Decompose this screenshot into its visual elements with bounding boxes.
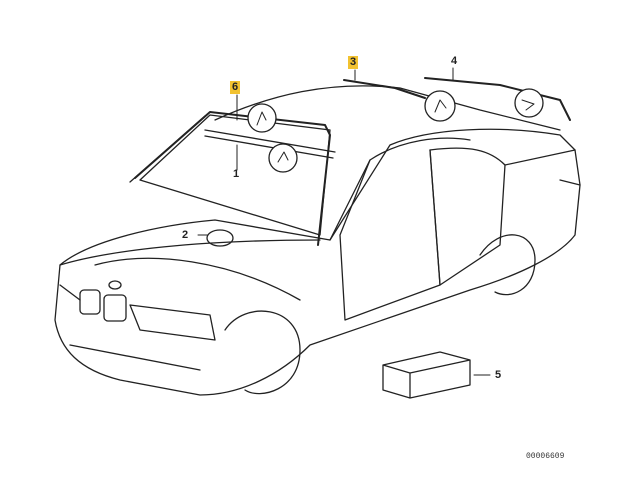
detail-circle (514, 88, 544, 118)
windshield (139, 114, 331, 236)
front-door (339, 149, 441, 321)
part-5-box (382, 351, 471, 399)
callout-3[interactable]: 3 (348, 56, 359, 69)
car-body (54, 128, 581, 396)
part-1-strip (204, 129, 336, 159)
detail-circle (268, 143, 298, 173)
detail-circle (247, 103, 277, 133)
callout-6[interactable]: 6 (230, 81, 241, 94)
detail-circle (424, 90, 456, 122)
part-3-strip (343, 79, 426, 99)
callout-5[interactable]: 5 (495, 369, 502, 381)
image-code: 00006609 (526, 452, 565, 461)
rear-door (429, 147, 506, 286)
part-2-emblem (206, 229, 234, 247)
roof (214, 85, 561, 131)
callout-1[interactable]: 1 (233, 168, 240, 180)
callout-2[interactable]: 2 (182, 229, 189, 241)
callout-4[interactable]: 4 (451, 55, 458, 67)
